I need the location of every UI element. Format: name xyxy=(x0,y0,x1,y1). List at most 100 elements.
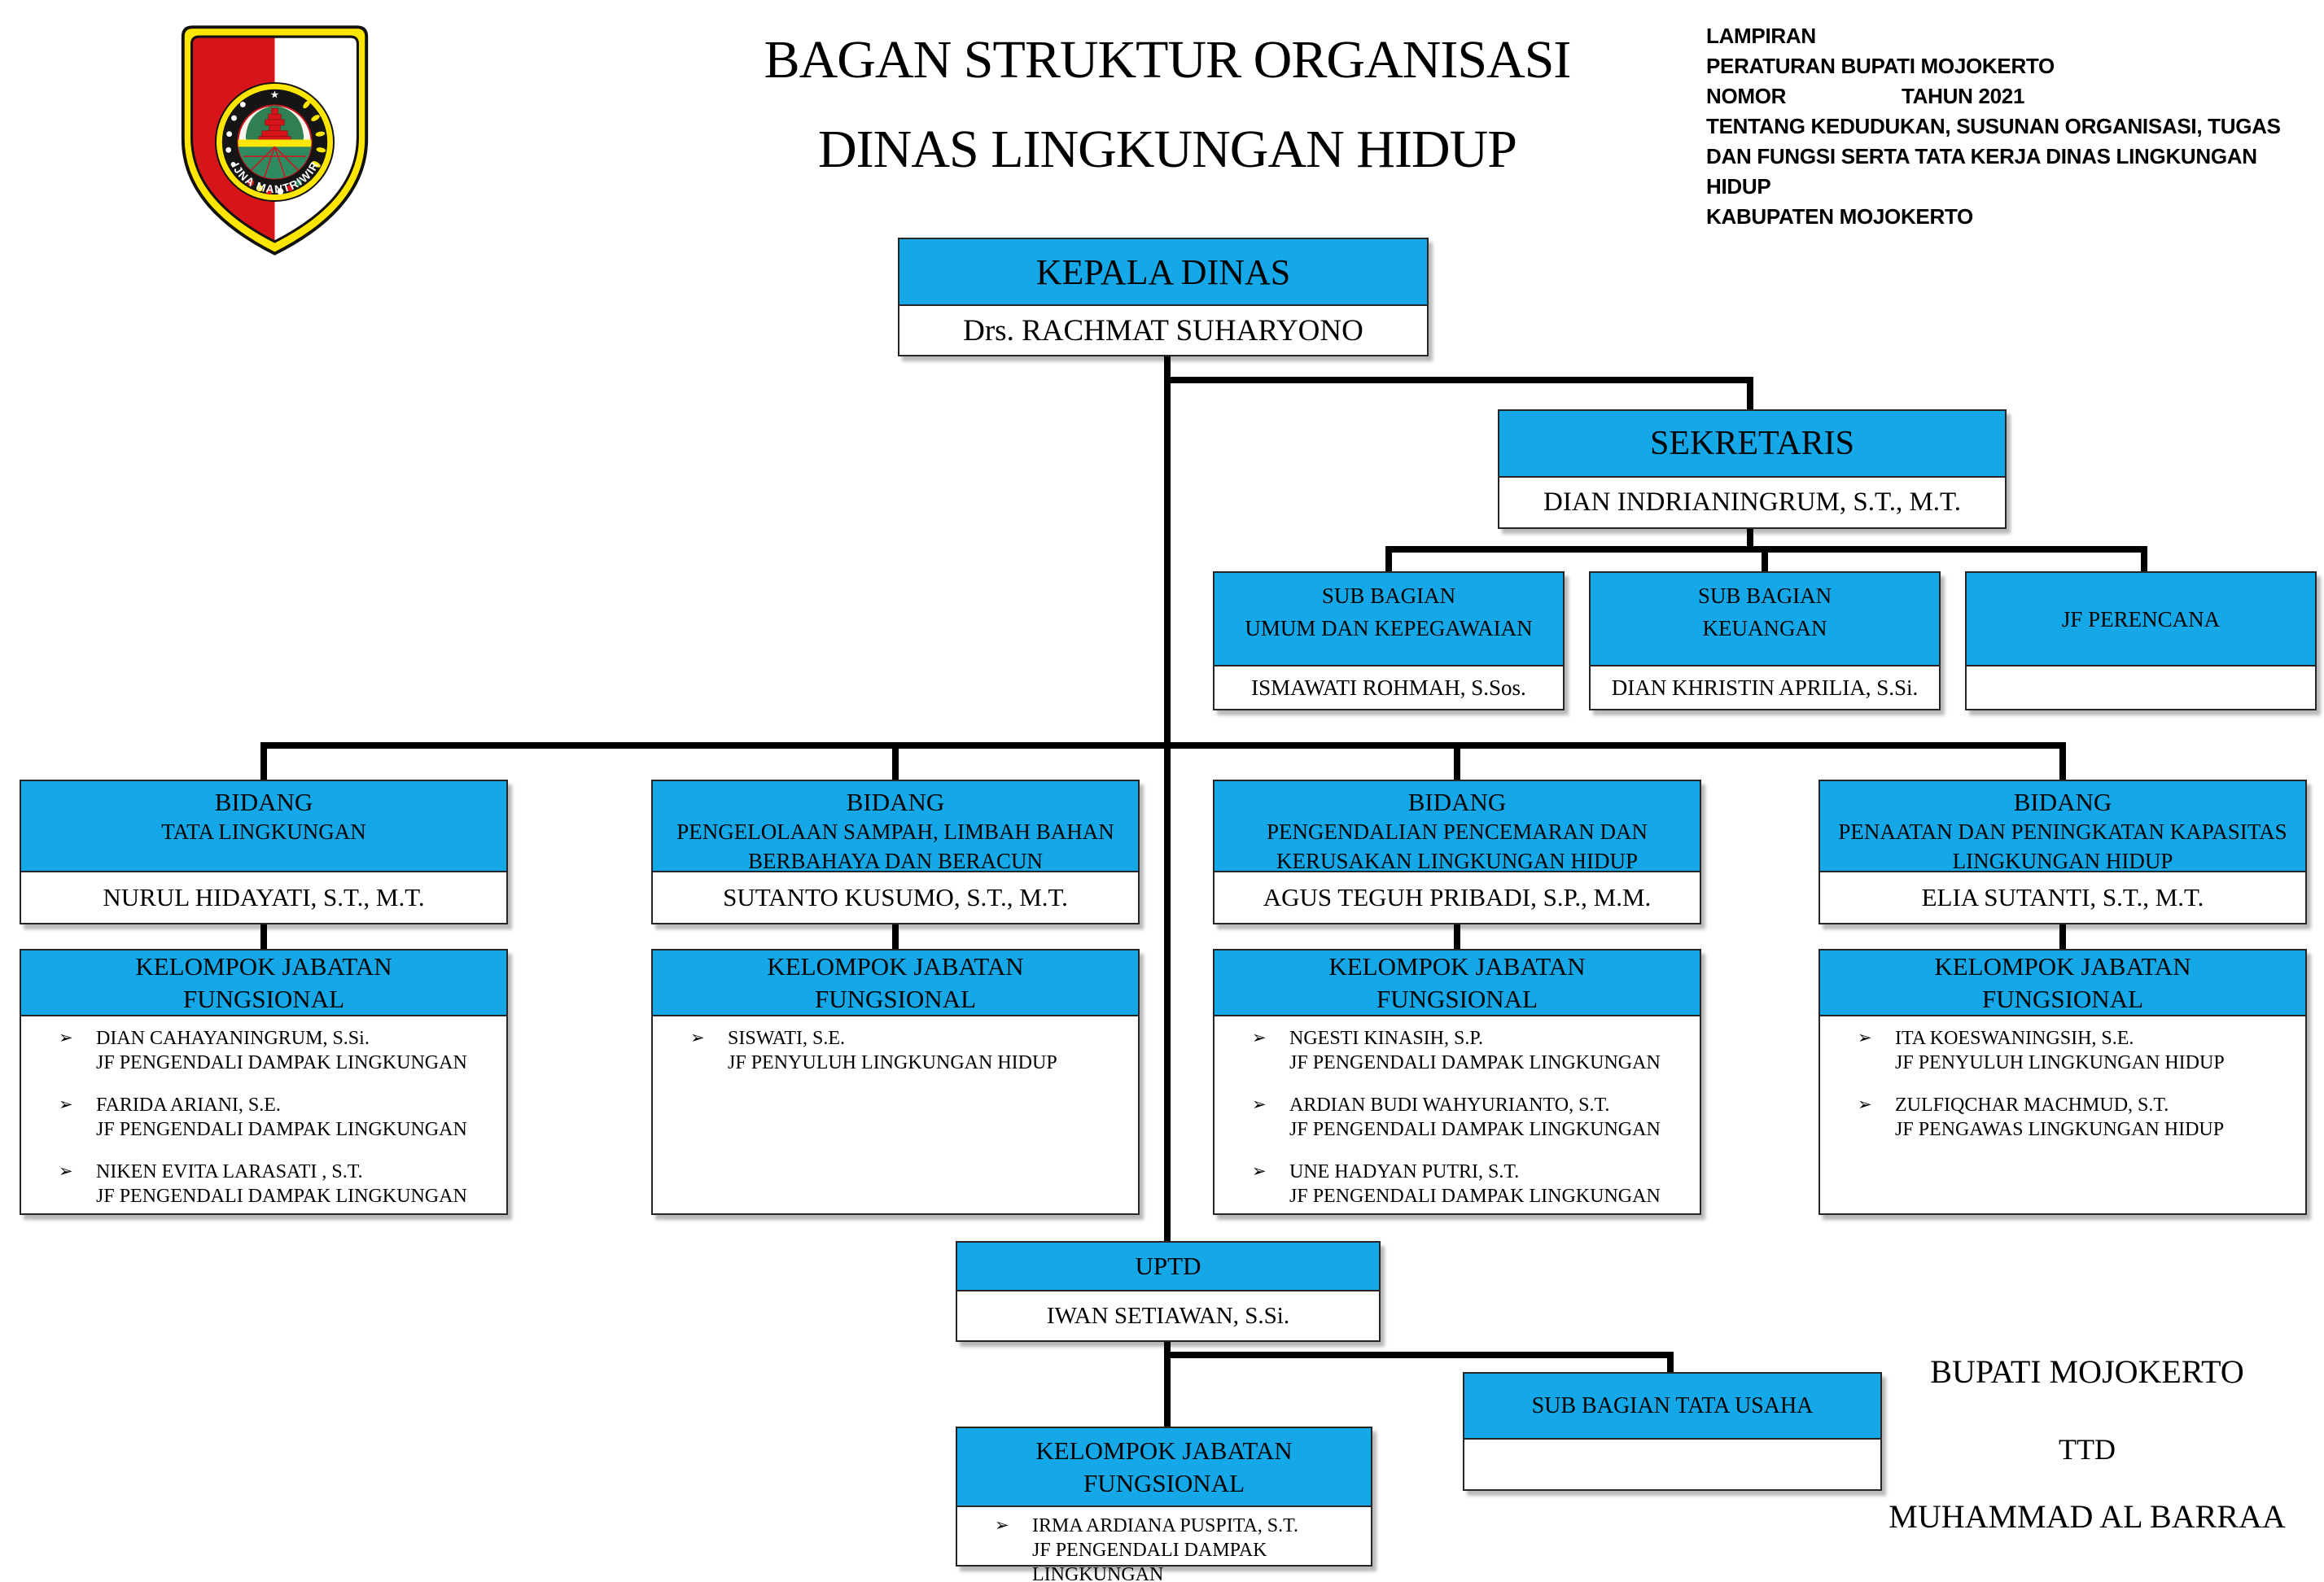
bidang2-name: SUTANTO KUSUMO, S.T., M.T. xyxy=(723,883,1068,911)
sub-keuangan-title-line2: KEUANGAN xyxy=(1702,616,1827,640)
member-role: JF PENYULUH LINGKUNGAN HIDUP xyxy=(1895,1052,2225,1073)
sub-keuangan-title-line1: SUB BAGIAN xyxy=(1697,583,1832,608)
list-item: ➢ NGESTI KINASIH, S.P. JF PENGENDALI DAM… xyxy=(1215,1026,1661,1075)
connector-tatausaha-drop xyxy=(1667,1352,1674,1372)
list-item: ➢ ARDIAN BUDI WAHYURIANTO, S.T. JF PENGE… xyxy=(1215,1093,1661,1142)
list-item: ➢ UNE HADYAN PUTRI, S.T. JF PENGENDALI D… xyxy=(1215,1160,1661,1208)
signature-name: MUHAMMAD AL BARRAA xyxy=(1889,1498,2286,1535)
box-bidang-tata-lingkungan: BIDANG TATA LINGKUNGAN NURUL HIDAYATI, S… xyxy=(20,780,508,924)
kelompok2-title-line2: FUNGSIONAL xyxy=(814,984,977,1013)
kelompok3-title-line1: KELOMPOK JABATAN xyxy=(1328,951,1586,981)
member-role: JF PENGENDALI DAMPAK LINGKUNGAN xyxy=(1289,1052,1661,1073)
box-jf-perencana-name xyxy=(1967,666,2315,709)
box-sub-bagian-keuangan-title: SUB BAGIAN KEUANGAN xyxy=(1591,573,1939,666)
member-name: ZULFIQCHAR MACHMUD, S.T. xyxy=(1895,1095,2169,1116)
connector-kepala-sekretaris-horizontal xyxy=(1164,377,1753,383)
legal-tahun-label: TAHUN 2021 xyxy=(1902,84,2025,108)
bidang4-subtitle: PENAATAN DAN PENINGKATAN KAPASITAS LINGK… xyxy=(1838,819,2287,873)
legal-nomor-label: NOMOR xyxy=(1706,84,1787,108)
arrow-bullet-icon: ➢ xyxy=(1252,1028,1267,1047)
kelompok1-title-line2: FUNGSIONAL xyxy=(182,984,345,1013)
box-sub-bagian-umum-name: ISMAWATI ROHMAH, S.Sos. xyxy=(1251,675,1526,700)
box-uptd-title: UPTD xyxy=(957,1243,1379,1291)
kelompok4-title: KELOMPOK JABATAN FUNGSIONAL xyxy=(1820,951,2305,1016)
mojokerto-regency-seal-logo: ★ WIJNA MANTRIWIRA xyxy=(175,20,369,256)
box-kepala-dinas-title: KEPALA DINAS xyxy=(899,239,1427,306)
member-name: SISWATI, S.E. xyxy=(728,1028,846,1049)
arrow-bullet-icon: ➢ xyxy=(1252,1161,1267,1181)
connector-sekretaris-drop xyxy=(1747,377,1753,409)
member-role: JF PENGENDALI DAMPAK LINGKUNGAN xyxy=(1289,1119,1661,1140)
arrow-bullet-icon: ➢ xyxy=(59,1095,73,1114)
connector-bidang2-drop xyxy=(892,742,899,780)
kelompok4-members: ➢ ITA KOESWANINGSIH, S.E. JF PENYULUH LI… xyxy=(1820,1016,2305,1213)
connector-bidang1-kelompok xyxy=(260,921,267,949)
member-role: JF PENYULUH LINGKUNGAN HIDUP xyxy=(728,1052,1057,1073)
box-sekretaris-name: DIAN INDRIANINGRUM, S.T., M.T. xyxy=(1543,487,1961,517)
connector-main-vertical xyxy=(1164,356,1171,1241)
kelompok3-members: ➢ NGESTI KINASIH, S.P. JF PENGENDALI DAM… xyxy=(1215,1016,1700,1226)
arrow-bullet-icon: ➢ xyxy=(1252,1095,1267,1114)
box-sub-bagian-umum-title: SUB BAGIAN UMUM DAN KEPEGAWAIAN xyxy=(1215,573,1563,666)
kelompok4-title-line2: FUNGSIONAL xyxy=(1981,984,2144,1013)
box-kelompok-uptd: KELOMPOK JABATAN FUNGSIONAL ➢ IRMA ARDIA… xyxy=(956,1427,1372,1582)
kelompok2-title-line1: KELOMPOK JABATAN xyxy=(767,951,1024,981)
bidang3-title: BIDANG PENGENDALIAN PENCEMARAN DAN KERUS… xyxy=(1215,781,1700,873)
legal-line-fungsi: DAN FUNGSI SERTA TATA KERJA DINAS LINGKU… xyxy=(1706,144,2257,199)
member-name: NGESTI KINASIH, S.P. xyxy=(1289,1028,1484,1049)
box-sub-bagian-umum: SUB BAGIAN UMUM DAN KEPEGAWAIAN ISMAWATI… xyxy=(1213,571,1565,710)
bidang2-title: BIDANG PENGELOLAAN SAMPAH, LIMBAH BAHAN … xyxy=(653,781,1138,873)
connector-bidang4-kelompok xyxy=(2059,921,2066,949)
connector-sekretaris-down xyxy=(1747,529,1753,553)
box-jf-perencana-title: JF PERENCANA xyxy=(1967,573,2315,666)
list-item: ➢ ITA KOESWANINGSIH, S.E. JF PENYULUH LI… xyxy=(1820,1026,2225,1075)
kelompok4-title-line1: KELOMPOK JABATAN xyxy=(1934,951,2191,981)
connector-uptd-tatausaha-horizontal xyxy=(1164,1352,1674,1358)
box-kelompok-bidang3: KELOMPOK JABATAN FUNGSIONAL ➢ NGESTI KIN… xyxy=(1213,949,1701,1215)
box-kelompok-bidang4: KELOMPOK JABATAN FUNGSIONAL ➢ ITA KOESWA… xyxy=(1818,949,2307,1215)
box-bidang-pengelolaan-sampah: BIDANG PENGELOLAAN SAMPAH, LIMBAH BAHAN … xyxy=(651,780,1140,924)
box-bidang-pengendalian-pencemaran: BIDANG PENGENDALIAN PENCEMARAN DAN KERUS… xyxy=(1213,780,1701,924)
bidang4-name: ELIA SUTANTI, S.T., M.T. xyxy=(1921,883,2204,911)
connector-sub-umum-drop xyxy=(1385,546,1392,571)
connector-bidang4-drop xyxy=(2059,742,2066,780)
bidang4-title: BIDANG PENAATAN DAN PENINGKATAN KAPASITA… xyxy=(1820,781,2305,873)
member-name: IRMA ARDIANA PUSPITA, S.T. xyxy=(1032,1515,1299,1536)
kelompok3-title-line2: FUNGSIONAL xyxy=(1376,984,1538,1013)
member-role: JF PENGENDALI DAMPAK LINGKUNGAN xyxy=(1032,1540,1267,1582)
member-role: JF PENGENDALI DAMPAK LINGKUNGAN xyxy=(96,1052,467,1073)
legal-line-peraturan: PERATURAN BUPATI MOJOKERTO xyxy=(1706,54,2055,78)
member-role: JF PENGENDALI DAMPAK LINGKUNGAN xyxy=(1289,1186,1661,1207)
arrow-bullet-icon: ➢ xyxy=(59,1161,73,1181)
connector-jf-perencana-drop xyxy=(2141,546,2147,571)
bidang4-label: BIDANG xyxy=(2013,788,2112,816)
bidang3-subtitle: PENGENDALIAN PENCEMARAN DAN KERUSAKAN LI… xyxy=(1267,819,1648,873)
bidang1-title: BIDANG TATA LINGKUNGAN xyxy=(21,781,506,872)
legal-line-lampiran: LAMPIRAN xyxy=(1706,24,1816,48)
box-jf-perencana: JF PERENCANA xyxy=(1965,571,2317,710)
bidang3-name: AGUS TEGUH PRIBADI, S.P., M.M. xyxy=(1263,883,1652,911)
member-name: DIAN CAHAYANINGRUM, S.Si. xyxy=(96,1028,370,1049)
page-title-line2: DINAS LINGKUNGAN HIDUP xyxy=(818,120,1517,179)
list-item: ➢ DIAN CAHAYANINGRUM, S.Si. JF PENGENDAL… xyxy=(21,1026,467,1075)
list-item: ➢ ZULFIQCHAR MACHMUD, S.T. JF PENGAWAS L… xyxy=(1820,1093,2224,1142)
kelompok-uptd-title-line2: FUNGSIONAL xyxy=(1083,1468,1245,1497)
kelompok3-title: KELOMPOK JABATAN FUNGSIONAL xyxy=(1215,951,1700,1016)
bidang2-label: BIDANG xyxy=(846,788,945,816)
bidang1-subtitle: TATA LINGKUNGAN xyxy=(161,819,366,844)
list-item: ➢ SISWATI, S.E. JF PENYULUH LINGKUNGAN H… xyxy=(653,1026,1057,1075)
arrow-bullet-icon: ➢ xyxy=(1858,1095,1872,1114)
box-uptd-name: IWAN SETIAWAN, S.Si. xyxy=(1046,1302,1290,1329)
legal-line-kabupaten: KABUPATEN MOJOKERTO xyxy=(1706,204,1973,229)
connector-bidang-horizontal xyxy=(260,742,2066,749)
member-name: NIKEN EVITA LARASATI , S.T. xyxy=(96,1161,363,1182)
legal-reference-block: LAMPIRAN PERATURAN BUPATI MOJOKERTO NOMO… xyxy=(1706,21,2300,232)
bidang1-label: BIDANG xyxy=(214,788,313,816)
connector-bidang3-kelompok xyxy=(1454,921,1460,949)
member-role: JF PENGENDALI DAMPAK LINGKUNGAN xyxy=(96,1186,467,1207)
bidang2-subtitle: PENGELOLAAN SAMPAH, LIMBAH BAHAN BERBAHA… xyxy=(676,819,1114,873)
box-uptd: UPTD IWAN SETIAWAN, S.Si. xyxy=(956,1241,1381,1342)
box-kelompok-bidang1: KELOMPOK JABATAN FUNGSIONAL ➢ DIAN CAHAY… xyxy=(20,949,508,1215)
signature-ttd: TTD xyxy=(2059,1433,2116,1466)
list-item: ➢ FARIDA ARIANI, S.E. JF PENGENDALI DAMP… xyxy=(21,1093,467,1142)
